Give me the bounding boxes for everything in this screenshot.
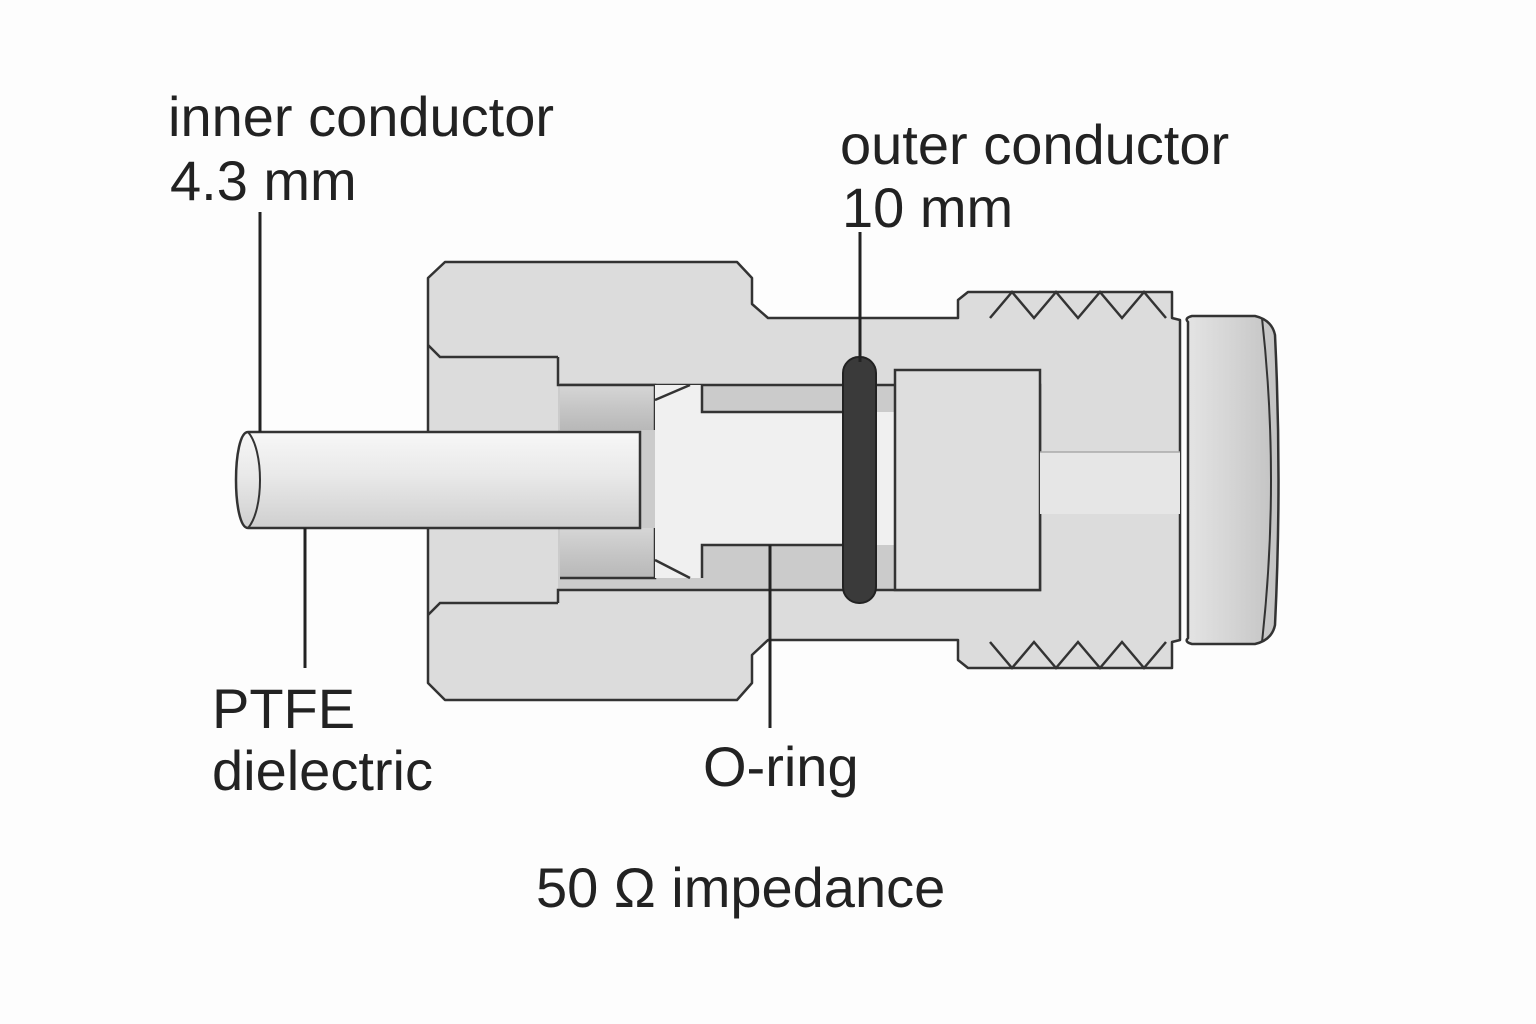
threads-bottom: [989, 640, 1167, 670]
inner-bore: [655, 385, 895, 578]
dielectric-label-line2: dielectric: [212, 739, 433, 802]
center-rod: [1040, 452, 1180, 514]
impedance-label: 50 Ω impedance: [536, 856, 946, 919]
end-cap: [1185, 314, 1280, 646]
threads-top: [989, 290, 1167, 320]
bore-walls: [654, 383, 860, 580]
pin-end-face: [247, 431, 261, 529]
outer-sleeve: [893, 368, 1042, 592]
nut-step-outline: [427, 344, 558, 616]
outer-conductor-label: outer conductor: [840, 113, 1230, 176]
dielectric-upper: [560, 385, 655, 430]
end-cap-rim: [1261, 317, 1272, 643]
inner-conductor-pin: [234, 430, 642, 530]
o-ring-label: O-ring: [703, 735, 859, 798]
inner-conductor-dimension: 4.3 mm: [170, 149, 357, 212]
dielectric-lower: [560, 528, 655, 578]
o-ring-shape: [842, 356, 877, 604]
outer-conductor-dimension: 10 mm: [842, 176, 1014, 239]
inner-conductor-label: inner conductor: [168, 85, 555, 148]
dielectric-label-line1: PTFE: [212, 677, 356, 740]
